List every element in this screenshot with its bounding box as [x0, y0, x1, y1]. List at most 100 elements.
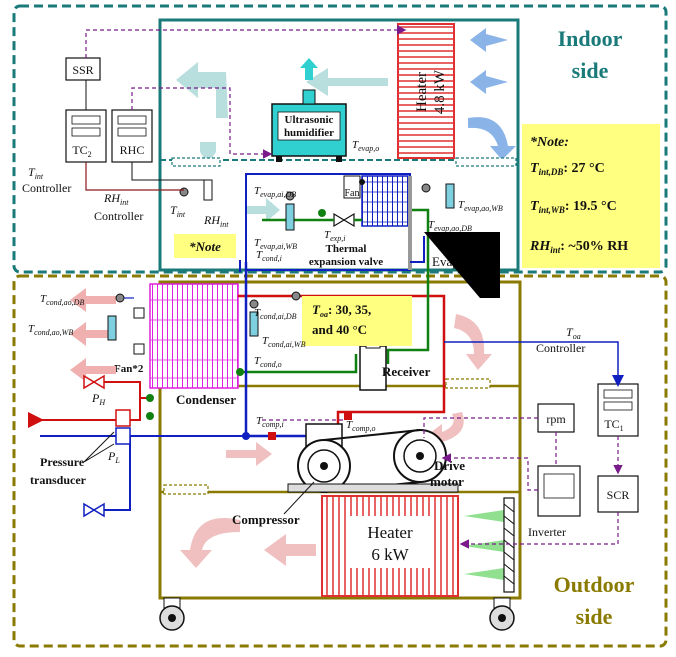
svg-text:Tcond,i: Tcond,i: [256, 249, 282, 263]
t-cond-ai-wb: T: [262, 335, 269, 347]
tc2-sub: 2: [88, 150, 92, 159]
ssr-box: [65, 57, 101, 81]
svg-text:Tevap,o: Tevap,o: [352, 139, 379, 153]
svg-text:Tint,WB: 19.5 °C: Tint,WB: 19.5 °C: [530, 199, 617, 215]
compressor-label: Compressor: [232, 512, 300, 527]
outdoor-label-1: Outdoor: [554, 572, 635, 597]
t-cond-ao-wb: T: [28, 323, 35, 335]
toa-note: [302, 296, 412, 346]
tint-controller-label: Controller: [22, 181, 71, 195]
t-comp-o: T: [346, 419, 353, 431]
airflow-arrow-icon: [180, 518, 240, 568]
t-evap-ai-db-sub: evap,ai,DB: [260, 190, 296, 199]
tint-ctrl-t: T: [28, 165, 36, 179]
svg-text:Tint,DB: 27 °C: Tint,DB: 27 °C: [530, 161, 605, 177]
t-evap-ai-db: T: [254, 185, 261, 197]
note-l2-val: : 19.5 °C: [565, 199, 617, 214]
airflow-arrow-icon: [70, 322, 116, 346]
fan2-label: Fan*2: [114, 363, 144, 375]
outdoor-heater-label-2: 6 kW: [371, 545, 409, 564]
fan-label: Fan: [345, 188, 360, 199]
t-comp-i-sub: comp,i: [262, 420, 284, 429]
t-cond-ai-db: T: [254, 307, 261, 319]
note-l1-t: T: [530, 161, 540, 176]
inlet-arrow-icon: [464, 568, 504, 580]
note-l2-sub: int,WB: [539, 205, 565, 215]
t-exp-i-sub: exp,i: [330, 234, 345, 243]
airflow-arrow-icon: [246, 198, 280, 222]
tc1-sub: 1: [620, 424, 624, 433]
t-evap-o-sub: evap,o: [358, 144, 379, 153]
outdoor-region: [12, 274, 668, 648]
t-evap-ai-wb-sub: evap,ai,WB: [260, 242, 297, 251]
svg-text:PL: PL: [107, 449, 120, 465]
svg-text:Toa: Toa: [566, 325, 581, 341]
t-comp-i: T: [256, 415, 263, 427]
indoor-heater: [397, 23, 455, 159]
tint-sub: int: [177, 210, 186, 219]
indoor-region: [12, 4, 668, 274]
pressure-label-1: Pressure: [40, 455, 85, 469]
mist-arrow-icon: [300, 58, 318, 80]
airflow-arrow-icon: [70, 288, 116, 312]
toa-t: T: [312, 302, 321, 317]
indoor-label-1: Indoor: [558, 26, 623, 51]
airflow-arrow-icon: [264, 534, 316, 566]
expansion-valve-icon: [333, 212, 355, 228]
svg-text:Toa: 30, 35,: Toa: 30, 35,: [312, 302, 371, 319]
svg-text:Tint: Tint: [170, 203, 186, 219]
toa-values: : 30, 35,: [328, 302, 371, 317]
t-evap-ao-wb-sub: evap,ao,WB: [464, 204, 503, 213]
note-l2-t: T: [530, 199, 540, 214]
ph-p: P: [91, 391, 100, 405]
note-heading: *Note:: [530, 135, 569, 150]
outdoor-heater-label-1: Heater: [367, 523, 413, 542]
svg-text:PH: PH: [91, 391, 106, 407]
toa-controller-label: Controller: [536, 341, 585, 355]
svg-text:RHint: RHint: [103, 191, 129, 207]
rhc-label: RHC: [120, 143, 145, 157]
airflow-arrow-icon: [470, 28, 508, 52]
rhint-sub: int: [220, 220, 229, 229]
svg-text:RHint: RHint: [203, 213, 229, 229]
airflow-arrow-icon: [226, 442, 272, 466]
inlet-arrow-icon: [464, 510, 504, 522]
outdoor-label-2: side: [576, 604, 613, 629]
t-evap-o: T: [352, 139, 359, 151]
svg-text:Tcomp,o: Tcomp,o: [346, 419, 375, 433]
note-l3-sub: int: [550, 245, 561, 255]
louver: [503, 497, 515, 593]
toa-ctrl-t: T: [566, 325, 574, 339]
svg-text:Texp,i: Texp,i: [324, 229, 345, 243]
svg-text:Tcond,o: Tcond,o: [254, 355, 282, 369]
drive-label-2: motor: [430, 474, 464, 489]
rh-controller-label: Controller: [94, 209, 143, 223]
airflow-arrow-icon: [468, 117, 516, 160]
indoor-label-2: side: [572, 58, 609, 83]
humidifier-label-2: humidifier: [284, 127, 334, 139]
indoor-heater-label-1: Heater: [414, 72, 430, 112]
airflow-arrow-icon: [306, 68, 388, 96]
airflow-arrow-icon: [176, 62, 228, 118]
receiver: [359, 345, 387, 391]
t-cond-i-sub: cond,i: [262, 254, 282, 263]
svg-text:Tint: Tint: [28, 165, 44, 181]
t-comp-o-sub: comp,o: [352, 424, 375, 433]
scr-label: SCR: [607, 488, 630, 502]
tint-ctrl-sub: int: [35, 172, 44, 181]
t-evap-ao-db: T: [428, 219, 435, 231]
tc2-label: TC: [72, 143, 87, 157]
t-cond-ai-db-sub: cond,ai,DB: [260, 312, 297, 321]
toa-ctrl-sub: oa: [573, 332, 581, 341]
ssr-label: SSR: [72, 63, 93, 77]
note-marker-box: [174, 234, 236, 258]
svg-text:Tevap,ao,WB: Tevap,ao,WB: [458, 199, 503, 213]
svg-text:TC1: TC1: [604, 417, 623, 433]
svg-text:Tevap,ai,WB: Tevap,ai,WB: [254, 237, 297, 251]
valve-label-1: Thermal: [326, 243, 367, 255]
airflow-arrow-icon: [470, 70, 508, 94]
condenser-coil: [149, 283, 239, 389]
t-evap-ao-wb: T: [458, 199, 465, 211]
rh-ctrl-rh: RH: [103, 191, 121, 205]
valve-label-2: expansion valve: [309, 256, 383, 268]
